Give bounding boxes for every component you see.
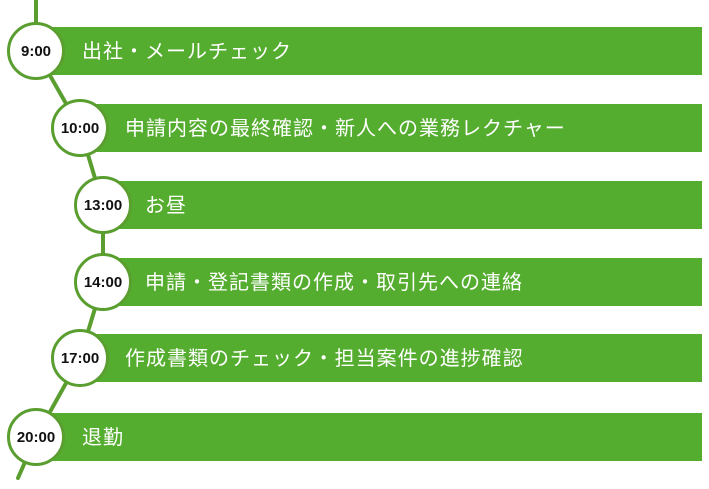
time-label: 13:00 <box>83 196 123 214</box>
task-bar-1: 出社・メールチェック <box>40 27 702 75</box>
task-label: 出社・メールチェック <box>82 39 292 63</box>
time-label: 20:00 <box>16 428 56 446</box>
time-marker-1: 9:00 <box>7 22 65 80</box>
task-label: 申請内容の最終確認・新人への業務レクチャー <box>125 116 566 140</box>
task-label: 作成書類のチェック・担当案件の進捗確認 <box>125 346 524 370</box>
task-bar-5: 作成書類のチェック・担当案件の進捗確認 <box>80 334 702 382</box>
task-bar-3: お昼 <box>100 181 702 229</box>
time-label: 10:00 <box>60 119 100 137</box>
time-marker-4: 14:00 <box>74 253 132 311</box>
task-label: お昼 <box>145 193 187 217</box>
task-bar-4: 申請・登記書類の作成・取引先への連絡 <box>100 258 702 306</box>
time-label: 9:00 <box>20 42 52 60</box>
time-label: 14:00 <box>83 273 123 291</box>
time-label: 17:00 <box>60 349 100 367</box>
time-marker-2: 10:00 <box>51 99 109 157</box>
time-marker-5: 17:00 <box>51 329 109 387</box>
task-bar-6: 退勤 <box>40 413 702 461</box>
time-marker-3: 13:00 <box>74 176 132 234</box>
task-label: 退勤 <box>82 425 124 449</box>
task-bar-2: 申請内容の最終確認・新人への業務レクチャー <box>80 104 702 152</box>
time-marker-6: 20:00 <box>7 408 65 466</box>
task-label: 申請・登記書類の作成・取引先への連絡 <box>145 270 523 294</box>
